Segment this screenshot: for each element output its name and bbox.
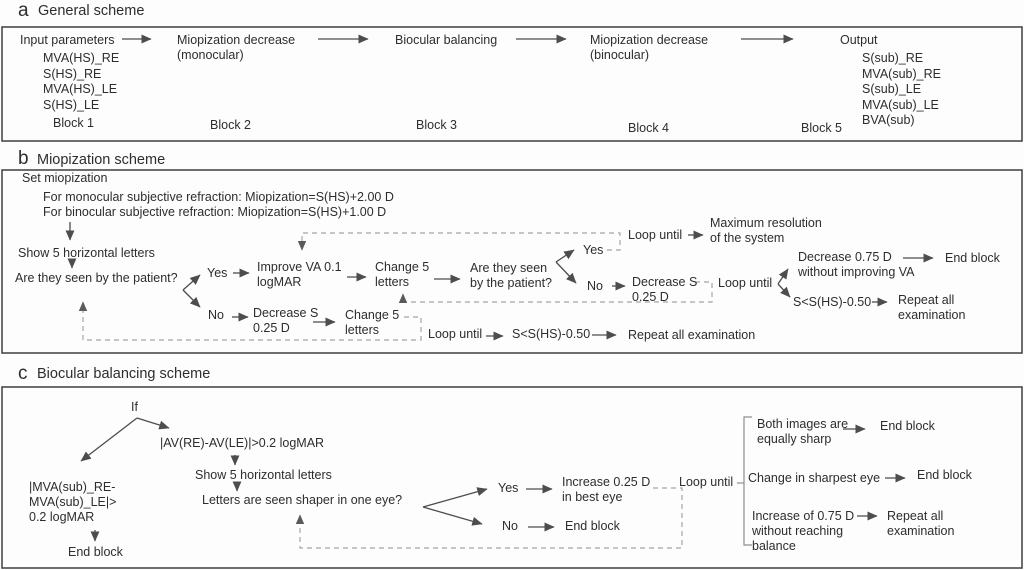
node-decrease-075: Decrease 0.75 D without improving VA [798, 250, 915, 279]
panel-b-loop-lines [78, 232, 713, 341]
block-1-label: Block 1 [53, 116, 94, 130]
list-item: MVA(sub)_LE [862, 97, 939, 112]
node-if: If [131, 400, 138, 414]
label-loop-until-top: Loop until [628, 228, 683, 242]
loop-until-bracket [737, 416, 752, 546]
list-item: S(HS)_RE [43, 66, 102, 81]
panel-c-arrows [80, 417, 906, 542]
node-end-block-c1: End block [880, 419, 935, 433]
label-loop-until-bottom: Loop until [428, 327, 483, 341]
node-increase-025: Increase 0.25 D in best eye [562, 475, 651, 504]
node-show-letters-c: Show 5 horizontal letters [195, 468, 332, 482]
list-item: MVA(HS)_LE [43, 82, 118, 96]
panel-borders [1, 26, 1023, 569]
output-parameter-list: S(sub)_RE MVA(sub)_RE S(sub)_LE MVA(sub)… [862, 51, 941, 129]
node-improve-va: Improve VA 0.1 logMAR [257, 260, 342, 289]
list-item: MVA(HS)_RE [43, 51, 120, 65]
node-change-sharpest: Change in sharpest eye [748, 471, 881, 485]
input-parameter-list: MVA(HS)_RE S(HS)_RE MVA(HS)_LE S(HS)_LE [43, 51, 119, 113]
list-item: S(sub)_LE [862, 82, 922, 96]
block-2-label: Block 2 [210, 118, 251, 132]
node-end-block-no: End block [565, 519, 620, 533]
node-both-images: Both images are equally sharp [757, 417, 849, 446]
panel-b-title: Miopization scheme [37, 152, 166, 168]
label-yes-1: Yes [207, 266, 228, 280]
node-s-less-right: S<S(HS)-0.50 [793, 295, 872, 309]
block-5-label: Block 5 [801, 121, 842, 135]
node-repeat-c: Repeat all examination [887, 509, 955, 538]
node-maximum-resolution: Maximum resolution of the system [710, 216, 822, 245]
label-loop-until-right: Loop until [718, 276, 773, 290]
node-question-2: Are they seen by the patient? [470, 261, 553, 290]
label-no-c: No [502, 519, 518, 533]
panel-b-arrows [65, 222, 934, 341]
panel-b-label: b [18, 148, 29, 169]
node-repeat-bottom: Repeat all examination [628, 328, 756, 342]
list-item: S(HS)_LE [43, 97, 100, 112]
label-yes-c: Yes [498, 481, 519, 495]
panel-c-loop-lines [295, 487, 683, 549]
panel-a-label: a [18, 0, 29, 21]
node-set-miopization: Set miopization [22, 171, 108, 185]
node-output: Output [840, 33, 878, 47]
rule-binocular: For binocular subjective refraction: Mio… [43, 205, 387, 219]
node-miopization-decrease-binocular-sub: (binocular) [590, 48, 650, 62]
panel-a-title: General scheme [38, 3, 145, 19]
node-change-letters-2: Change 5 letters [345, 308, 400, 337]
node-question-c: Letters are seen shaper in one eye? [202, 493, 403, 507]
list-item: MVA(sub)_RE [862, 66, 941, 81]
label-no-1: No [208, 308, 224, 322]
node-decrease-s-right: Decrease S 0.25 D [632, 275, 698, 304]
node-decrease-s-no: Decrease S 0.25 D [253, 306, 319, 335]
node-s-less-bottom: S<S(HS)-0.50 [512, 327, 591, 341]
panel-c-label: c [18, 363, 28, 384]
label-no-2: No [587, 279, 603, 293]
node-mva-condition: |MVA(sub)_RE- MVA(sub)_LE|> 0.2 logMAR [29, 480, 117, 524]
block-3-label: Block 3 [416, 118, 457, 132]
node-miopization-decrease-monocular-sub: (monocular) [177, 48, 244, 62]
node-end-block-c2: End block [917, 468, 972, 482]
node-increase-075: Increase of 0.75 D without reaching bala… [752, 509, 855, 553]
block-4-label: Block 4 [628, 121, 669, 135]
panel-c-title: Biocular balancing scheme [37, 366, 211, 382]
node-miopization-decrease-monocular: Miopization decrease [177, 33, 296, 47]
node-end-block-left: End block [68, 545, 123, 559]
list-item: S(sub)_RE [862, 51, 924, 65]
label-yes-2: Yes [583, 243, 604, 257]
node-miopization-decrease-binocular: Miopization decrease [590, 33, 709, 47]
node-change-letters-1: Change 5 letters [375, 260, 430, 289]
node-show-letters: Show 5 horizontal letters [18, 246, 155, 260]
node-repeat-right: Repeat all examination [898, 293, 966, 322]
label-loop-until-c: Loop until [679, 475, 734, 489]
node-input-parameters: Input parameters [20, 33, 115, 47]
node-question-1: Are they seen by the patient? [15, 271, 178, 285]
node-end-block-b1: End block [945, 251, 1000, 265]
rule-monocular: For monocular subjective refraction: Mio… [43, 190, 394, 204]
node-biocular-balancing: Biocular balancing [395, 33, 498, 47]
node-av-condition: |AV(RE)-AV(LE)|>0.2 logMAR [160, 436, 325, 450]
list-item: BVA(sub) [862, 113, 915, 127]
